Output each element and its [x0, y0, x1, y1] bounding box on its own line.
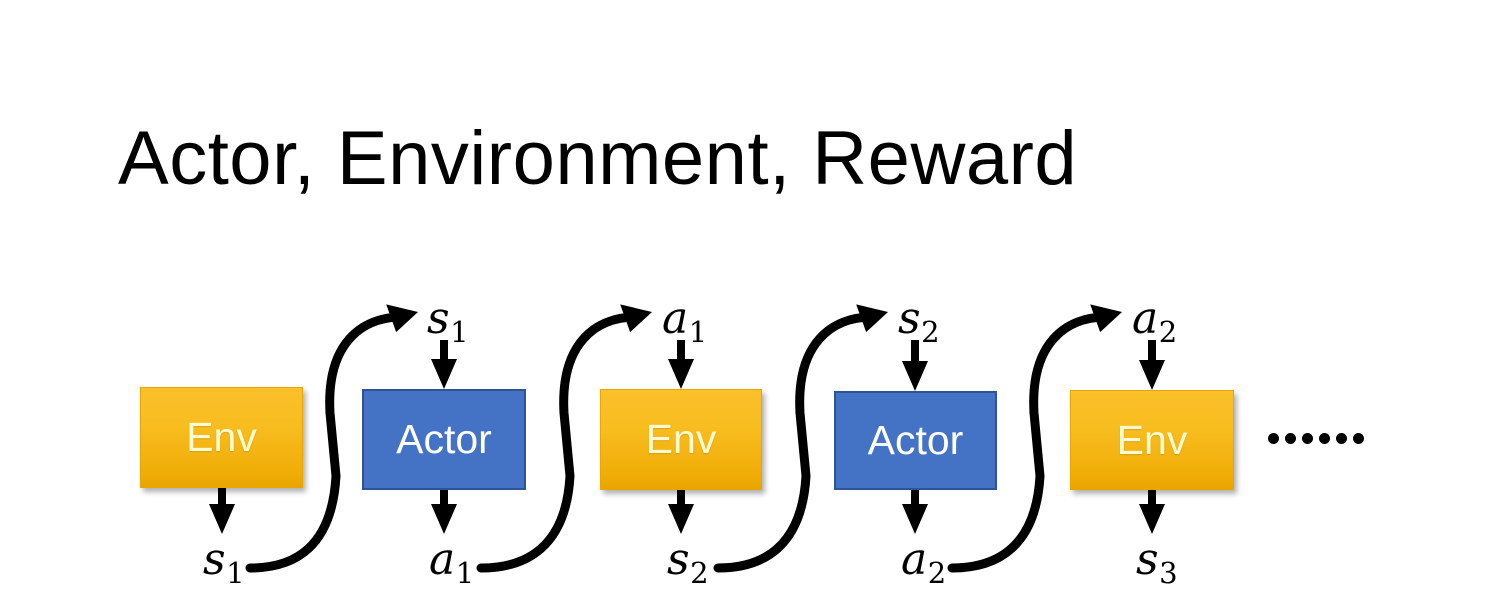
node-box-actor1[interactable]: Actor [362, 389, 526, 490]
node-box-label: Env [186, 414, 257, 460]
math-base: s [1136, 534, 1159, 585]
math-base: a [429, 534, 456, 585]
math-base: a [662, 293, 689, 344]
node-box-env1[interactable]: Env [140, 387, 303, 488]
math-label-bot-a1: a1 [429, 538, 474, 588]
node-box-env2[interactable]: Env [600, 389, 762, 490]
math-subscript: 1 [688, 314, 708, 349]
node-box-label: Env [645, 416, 717, 462]
math-subscript: 3 [1159, 555, 1178, 590]
math-label-bot-a2: a2 [901, 538, 946, 588]
math-subscript: 2 [690, 555, 709, 590]
math-base: s [427, 293, 450, 344]
math-label-bot-s1: s1 [203, 538, 245, 588]
ellipsis-dot [1268, 433, 1279, 444]
math-label-bot-s2: s2 [667, 538, 709, 588]
math-label-top-s1: s1 [427, 297, 469, 347]
math-base: a [1132, 293, 1159, 344]
ellipsis-dot [1319, 433, 1330, 444]
math-base: s [203, 534, 226, 585]
math-base: a [901, 534, 928, 585]
node-box-actor2[interactable]: Actor [834, 391, 997, 490]
math-label-top-a1: a1 [662, 297, 707, 347]
ellipsis-dot [1302, 433, 1313, 444]
math-label-top-s2: s2 [898, 297, 940, 347]
node-box-label: Env [1116, 416, 1188, 463]
node-box-label: Actor [396, 416, 492, 462]
ellipsis-continuation [1268, 433, 1364, 444]
node-box-env3[interactable]: Env [1070, 390, 1234, 490]
node-box-label: Actor [867, 417, 964, 463]
math-subscript: 2 [927, 555, 947, 590]
ellipsis-dot [1353, 433, 1364, 444]
math-subscript: 1 [226, 555, 245, 590]
math-subscript: 1 [450, 314, 469, 349]
math-subscript: 1 [455, 555, 475, 590]
math-label-top-a2: a2 [1132, 297, 1177, 347]
page-title: Actor, Environment, Reward [118, 116, 1078, 201]
math-base: s [898, 293, 921, 344]
math-subscript: 2 [1158, 314, 1178, 349]
math-base: s [667, 534, 690, 585]
ellipsis-dot [1336, 433, 1347, 444]
math-subscript: 2 [921, 314, 940, 349]
math-label-bot-s3: s3 [1136, 538, 1178, 588]
ellipsis-dot [1285, 433, 1296, 444]
